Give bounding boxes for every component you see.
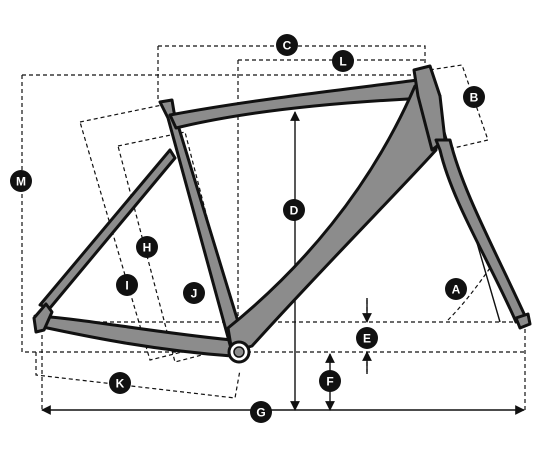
label-f: F bbox=[326, 375, 333, 389]
label-m: M bbox=[16, 175, 26, 189]
rear-dropout bbox=[32, 302, 54, 334]
label-f-badge: F bbox=[319, 370, 341, 392]
label-g: G bbox=[256, 406, 265, 420]
label-l-badge: L bbox=[332, 50, 354, 72]
label-a: A bbox=[452, 283, 461, 297]
label-b: B bbox=[470, 91, 479, 105]
front-dropout bbox=[514, 312, 532, 330]
down-tube bbox=[226, 84, 442, 354]
top-tube bbox=[168, 78, 430, 130]
label-i-badge: I bbox=[116, 274, 138, 296]
label-h: H bbox=[143, 241, 152, 255]
label-e-badge: E bbox=[356, 327, 378, 349]
label-j-badge: J bbox=[183, 282, 205, 304]
label-l: L bbox=[339, 55, 346, 69]
label-d: D bbox=[290, 204, 299, 218]
label-c: C bbox=[283, 39, 292, 53]
label-k-badge: K bbox=[109, 372, 131, 394]
label-e: E bbox=[363, 332, 371, 346]
bottom-bracket-axle bbox=[233, 346, 245, 358]
label-m-badge: M bbox=[10, 170, 32, 192]
label-h-badge: H bbox=[136, 236, 158, 258]
label-k: K bbox=[116, 377, 125, 391]
label-i: I bbox=[125, 279, 128, 293]
label-d-badge: D bbox=[283, 199, 305, 221]
seat-tube bbox=[158, 98, 248, 354]
label-b-badge: B bbox=[463, 86, 485, 108]
label-g-badge: G bbox=[250, 401, 272, 423]
label-a-badge: A bbox=[445, 278, 467, 300]
bike-frame bbox=[32, 64, 532, 364]
label-j: J bbox=[191, 287, 198, 301]
label-c-badge: C bbox=[276, 34, 298, 56]
